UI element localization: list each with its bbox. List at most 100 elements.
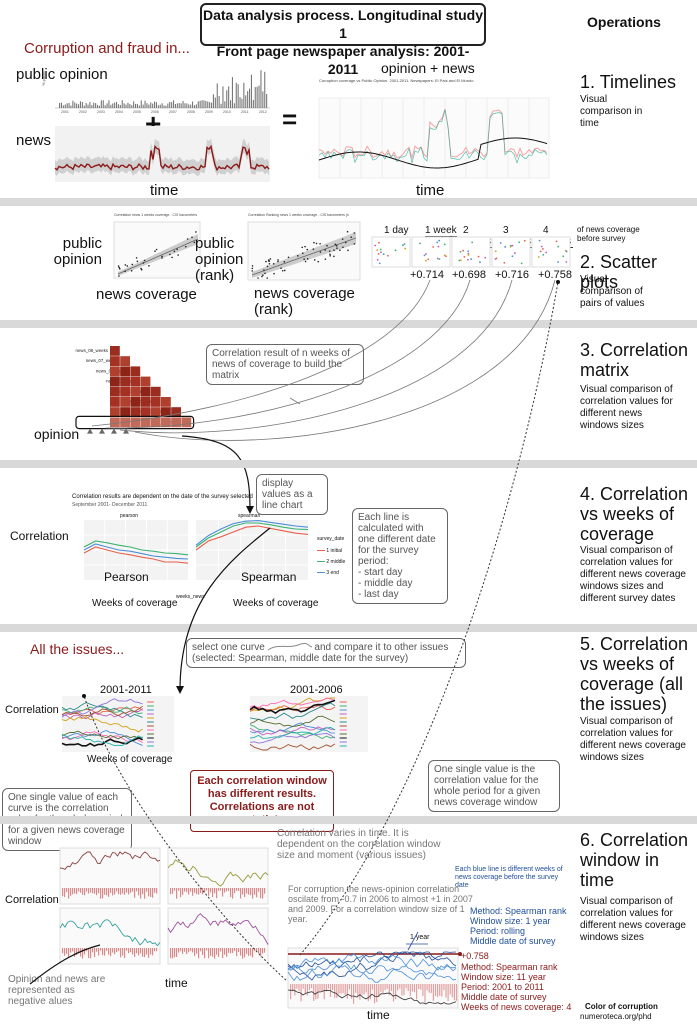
- step-6-desc: Visual comparison of correlation values …: [580, 896, 686, 943]
- mini-scatter-point: [467, 252, 470, 255]
- opinion-bar: [161, 103, 163, 108]
- negative-bar: [114, 948, 116, 955]
- scatter-point: [130, 269, 133, 272]
- scatter-point: [326, 244, 328, 247]
- opinion-bar: [249, 88, 251, 108]
- mini-scatter-point: [459, 259, 462, 262]
- opinion-bar: [125, 104, 127, 108]
- window-line: [167, 859, 269, 887]
- overall-correlation-marker: [458, 952, 462, 956]
- negative-bar: [76, 888, 78, 894]
- scatter-point: [186, 238, 189, 240]
- scatter-point: [334, 243, 337, 246]
- legend-item-initial-label: 1 initial: [326, 548, 342, 554]
- negative-bar: [365, 984, 367, 993]
- period-2001-2011: 2001-2011: [100, 684, 152, 696]
- scatter-point: [118, 275, 120, 277]
- negative-bar: [262, 888, 264, 899]
- negative-bar: [413, 984, 416, 993]
- matrix-cell: [140, 407, 151, 417]
- negative-bar: [194, 888, 196, 893]
- negative-bar: [254, 888, 256, 895]
- mini-scatter-point: [443, 243, 446, 246]
- negative-bar: [407, 984, 409, 992]
- negative-bar: [357, 984, 359, 997]
- negative-bar: [403, 984, 405, 996]
- opinion-bar: [171, 102, 173, 108]
- mini-scatter-point: [377, 252, 380, 255]
- mini-scatter-point: [459, 250, 462, 253]
- matrix-row-label: news_08_weeks: [76, 348, 109, 353]
- negative-bar: [176, 888, 178, 899]
- legend-swatch-initial: [317, 549, 325, 552]
- negative-bar: [114, 888, 116, 895]
- scatter-point: [329, 254, 331, 257]
- scatter-point: [335, 245, 338, 247]
- negative-bar: [136, 948, 138, 954]
- window-line: [59, 851, 161, 870]
- scatter-point: [184, 245, 187, 248]
- opinion-bar: [243, 82, 245, 108]
- negative-bar: [212, 948, 214, 957]
- scatter-point: [143, 259, 146, 262]
- negative-bar: [342, 984, 344, 994]
- negative-bar: [192, 888, 194, 896]
- negative-bar: [70, 888, 72, 896]
- year-tick: 2007: [169, 110, 177, 114]
- issue-line: [249, 724, 336, 740]
- mini-scatter-point: [437, 245, 440, 248]
- negative-bar: [188, 888, 190, 895]
- scatter-point: [301, 252, 304, 254]
- year-tick: 2012: [259, 110, 267, 114]
- scatter-point: [148, 265, 150, 267]
- opinion-bar: [87, 104, 89, 108]
- negative-bar: [359, 984, 361, 1000]
- footer-title: Color of corruption: [585, 1002, 658, 1011]
- opinion-bar: [66, 103, 68, 108]
- scatter-point: [263, 269, 265, 271]
- negative-bar: [94, 948, 96, 958]
- opinion-bar: [220, 103, 222, 108]
- opinion-bar: [195, 104, 197, 108]
- negative-bar: [66, 948, 68, 954]
- negative-bar: [132, 888, 134, 892]
- news-coverage-chart: [54, 126, 270, 182]
- negative-bar: [296, 984, 298, 989]
- negative-bar: [142, 888, 144, 895]
- step-5-desc: Visual comparison of correlation values …: [580, 716, 686, 763]
- negative-bar: [172, 888, 174, 894]
- mini-scatter-point: [387, 254, 389, 257]
- opinion-bar: [207, 101, 209, 108]
- negative-bar: [180, 888, 182, 898]
- operations-heading: Operations: [587, 14, 661, 30]
- negative-bar: [194, 948, 196, 956]
- scatter-point: [195, 231, 197, 233]
- matrix-cell: [120, 397, 130, 407]
- negative-bar: [424, 984, 426, 1004]
- negative-bar: [346, 984, 348, 999]
- scatter-point: [277, 260, 279, 263]
- opinion-bar: [258, 85, 260, 108]
- year-tick: 2009: [205, 110, 213, 114]
- pearson-small-title: pearson: [120, 513, 139, 519]
- opinion-bar: [262, 91, 264, 108]
- negative-bar: [172, 948, 174, 959]
- step-3-desc: Visual comparison of correlation values …: [580, 384, 673, 431]
- opinion-label: opinion: [34, 426, 80, 442]
- negative-bar: [234, 888, 236, 894]
- negative-bar: [321, 984, 323, 992]
- scatter-point: [297, 255, 299, 257]
- scatter-point: [280, 267, 282, 269]
- negative-bar: [236, 948, 238, 957]
- negative-bar: [156, 888, 158, 894]
- mini-scatter-point: [438, 239, 441, 242]
- scatter-point: [304, 245, 306, 248]
- time-axis-label-6b: time: [367, 1008, 390, 1022]
- before-survey-label: of news coverage before survey: [577, 225, 640, 243]
- opinion-bar: [228, 86, 230, 108]
- scatter-point: [251, 270, 253, 272]
- scatter-point: [155, 248, 158, 251]
- opinion-bar: [144, 100, 146, 108]
- mini-scatter-point: [394, 249, 397, 252]
